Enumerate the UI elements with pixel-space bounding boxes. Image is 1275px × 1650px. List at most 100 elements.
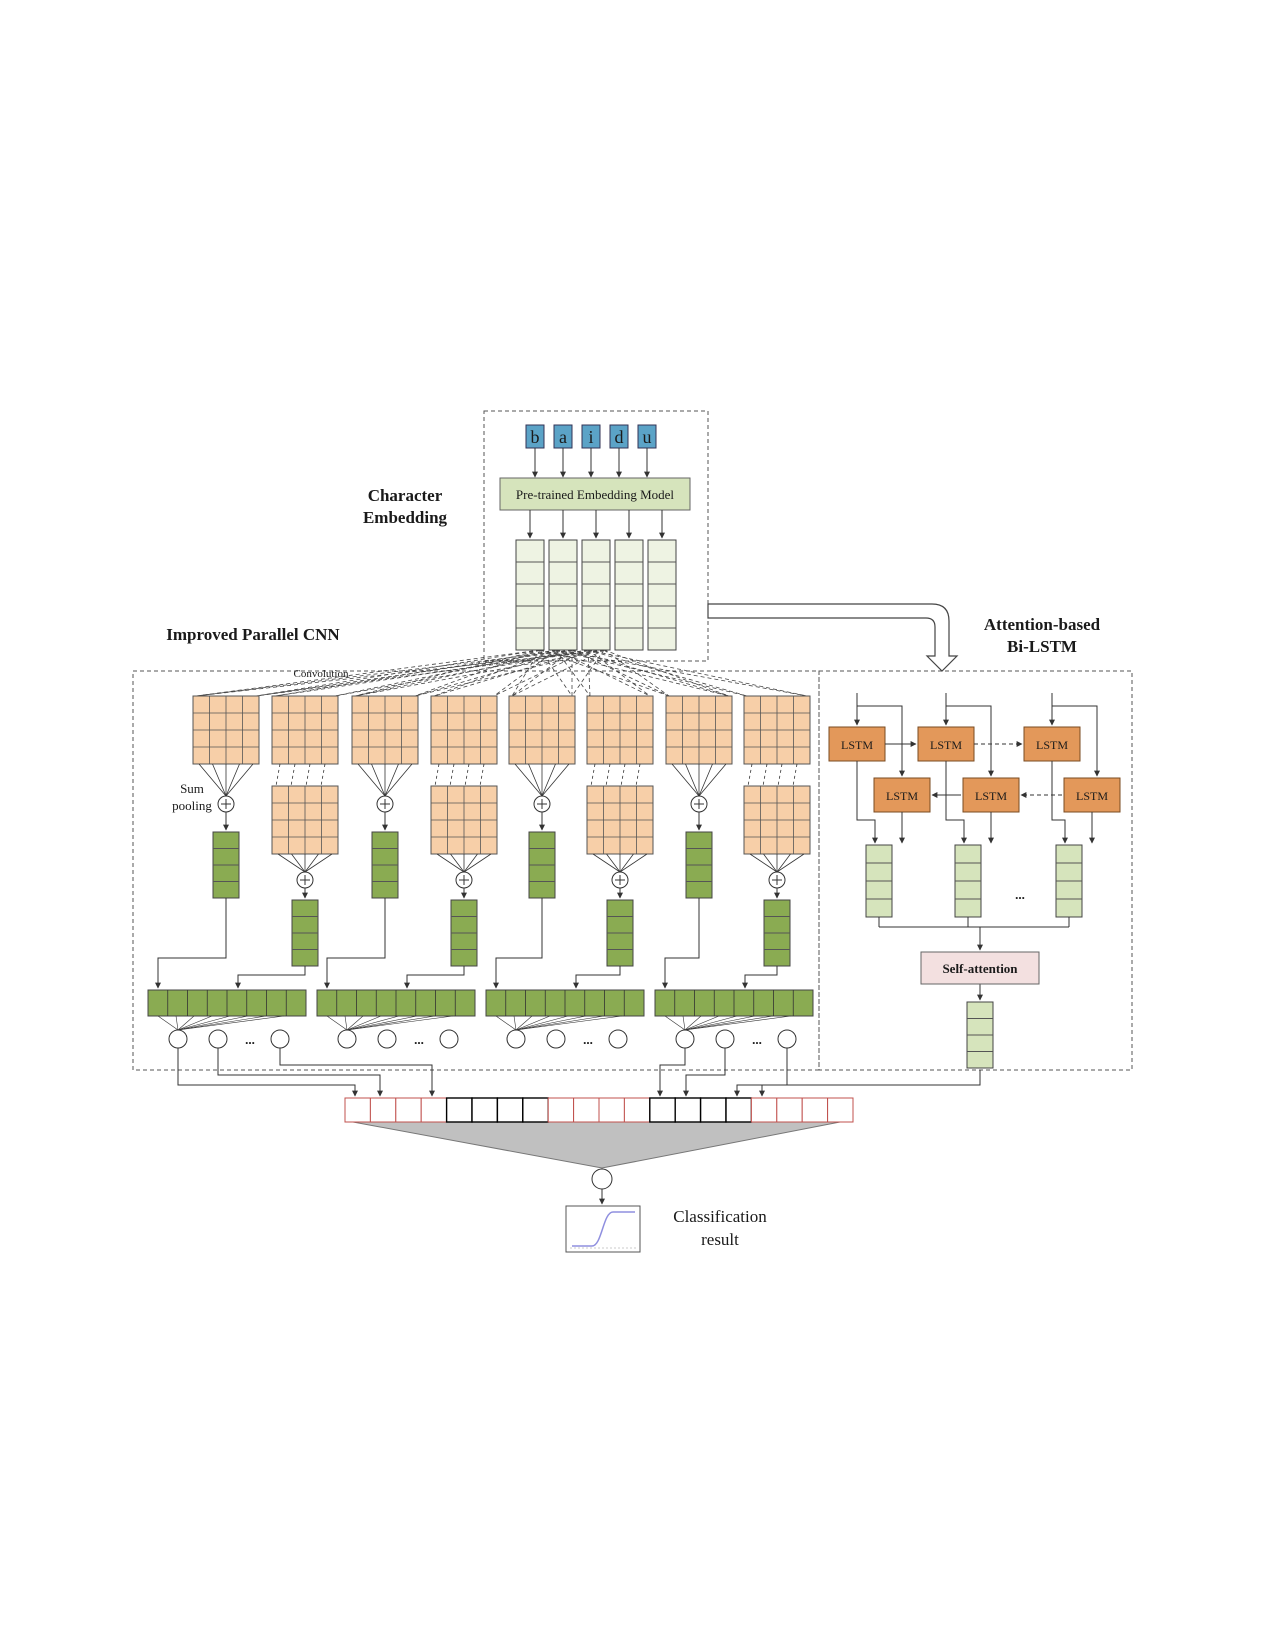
lstm-backward-2 [962,777,1020,813]
convolution-line [555,649,651,697]
lstm-input-to-backward-arrow [1052,705,1100,777]
classification-label: Classification [673,1207,767,1226]
stack-link [605,763,611,787]
embedding-vector-4 [614,539,644,651]
node-to-concat-arrow [683,1048,726,1097]
branch-to-bar-arrow [742,966,778,989]
concat-cell [827,1097,854,1123]
fc-line [684,1015,792,1031]
convolution-line [555,649,808,697]
nodes-ellipsis: ... [752,1032,762,1047]
pool-fan-line [357,763,386,797]
fc-line [684,1015,738,1031]
convolution-line [414,649,573,697]
concat-cell [750,1097,778,1123]
convolution-line [587,649,591,697]
fc-line [664,1015,686,1031]
concat-cell [496,1097,524,1123]
node-to-concat-arrow [279,1048,435,1097]
branch-to-bar-arrow [404,966,465,989]
embedding-vector-2 [548,539,578,651]
pool-fan-line [685,763,700,797]
stack-link [747,763,753,787]
fc-node [439,1029,459,1049]
concat-cell [344,1097,371,1123]
lstm-input-to-backward-arrow [857,705,905,777]
concat-cell [547,1097,575,1123]
node-to-concat-arrow [657,1048,686,1097]
fc-line [684,1015,756,1031]
fc-node [377,1029,397,1049]
stack-link [777,763,783,787]
pool-fan-line [225,763,254,797]
lstm-backward-3 [1063,777,1121,813]
fc-line [513,1015,517,1031]
pool-fan-line [619,853,648,873]
branch-to-bar-arrow [155,898,227,989]
fc-line [515,1015,533,1031]
concat-cell [522,1097,549,1123]
pool-fan-line [277,853,306,873]
fc-node [777,1029,797,1049]
pool-fan-line [436,853,465,873]
self-attention-label: Self-attention [942,961,1018,976]
fc-line [684,1015,774,1031]
pool-fan-line [606,853,621,873]
convolution-line [587,649,748,697]
attention-to-concat-arrow [759,1070,981,1097]
fc-line [177,1015,195,1031]
fc-line [177,1015,249,1031]
lstm-backward-1-label: LSTM [886,789,918,803]
pool-fan-line [541,763,556,797]
pool-fan-line [619,853,634,873]
fc-line [346,1015,418,1031]
lstm-forward-output [945,761,967,844]
fc-line [177,1015,213,1031]
fc-line [175,1015,179,1031]
branch-to-bar-arrow [235,966,306,989]
concat-cell [674,1097,702,1123]
fc-line [346,1015,400,1031]
sigmoid-curve [572,1211,635,1247]
fc-node [168,1029,188,1049]
embedding-region-frame [483,410,709,662]
convolution-line [555,649,748,697]
lstm-forward-1-label: LSTM [841,738,873,752]
embedding-vectors [515,510,677,651]
convolution-line [255,649,541,697]
pool-fan-line [198,763,227,797]
stack-link [762,763,768,787]
convolution-line [195,649,573,697]
stack-link [305,763,311,787]
convolution-line [571,649,670,697]
stack-link [620,763,626,787]
fc-line [682,1015,686,1031]
fc-node [270,1029,290,1049]
convolution-line [539,649,670,697]
convolution-line [539,649,573,697]
fc-line [344,1015,348,1031]
pool-fan-line [671,763,700,797]
embedding-vector-1 [515,539,545,651]
branch-to-bar-arrow [662,898,700,989]
attention-bilstm-title-line2: Bi-LSTM [1007,637,1077,656]
classification-label-line2: result [701,1230,739,1249]
stack-link [792,763,798,787]
embedding-model-box [499,477,691,511]
pool-fan-line [212,763,227,797]
pool-fan-line [592,853,621,873]
convolution-line [587,649,808,697]
parallel-cnn-branches: ............ [147,695,814,1049]
pool-fan-line [450,853,465,873]
lstm-backward-2-label: LSTM [975,789,1007,803]
convolution-line [587,649,651,697]
pool-fan-line [371,763,386,797]
fc-line [157,1015,179,1031]
fc-node [506,1029,526,1049]
fc-node [546,1029,566,1049]
nodes-ellipsis: ... [583,1032,593,1047]
lstm-forward-2-label: LSTM [930,738,962,752]
pool-fan-line [514,763,543,797]
